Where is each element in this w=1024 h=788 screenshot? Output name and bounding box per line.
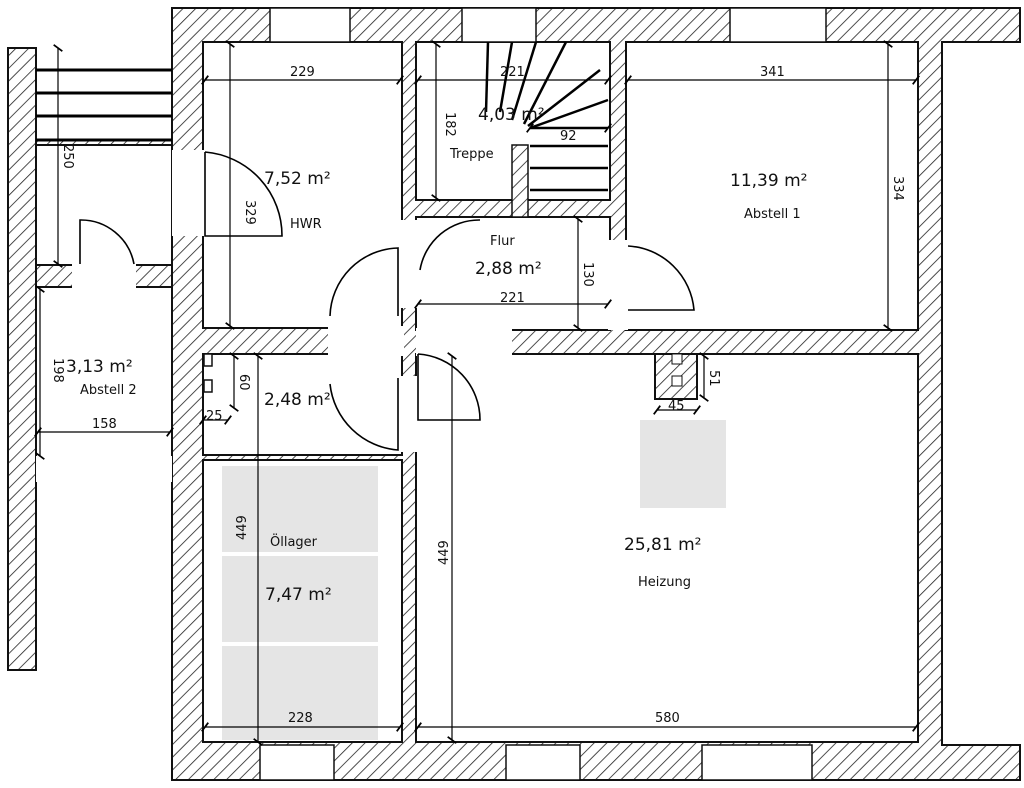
- dim-flur-height: 130: [580, 262, 595, 287]
- dim-abstell2-width: 158: [92, 417, 117, 432]
- dim-abstell1-height: 334: [890, 176, 905, 201]
- dim-chimney-height: 51: [706, 370, 721, 387]
- dim-small-width: 25: [206, 409, 223, 424]
- window-openings: [259, 7, 827, 781]
- heizung-name: Heizung: [638, 575, 691, 590]
- walls: [7, 7, 1021, 781]
- dim-oellager-width: 228: [288, 711, 313, 726]
- dim-flur-width: 221: [500, 291, 525, 306]
- oellager-name: Öllager: [270, 533, 318, 550]
- dim-heizung-width: 580: [655, 711, 680, 726]
- dim-hwr-height: 329: [242, 200, 257, 225]
- treppe-name: Treppe: [449, 147, 494, 162]
- dim-oellager-height: 449: [235, 515, 250, 540]
- dim-treppe-width: 221: [500, 65, 525, 80]
- heizung-area: 25,81 m²: [624, 535, 701, 555]
- dim-heizung-height: 449: [437, 540, 452, 565]
- abstell1-name: Abstell 1: [744, 207, 801, 222]
- abstell2-area: 3,13 m²: [66, 357, 133, 377]
- dim-treppe-step: 92: [560, 129, 577, 144]
- hwr-area: 7,52 m²: [264, 169, 331, 189]
- vents: [203, 353, 213, 393]
- dim-treppe-height: 182: [442, 112, 457, 137]
- door-swings: [79, 151, 695, 451]
- abstell2-name: Abstell 2: [80, 383, 137, 398]
- dim-chimney-width: 45: [668, 399, 685, 414]
- annex-steps: [36, 68, 172, 142]
- dimension-labels: 229 329 221 182 92 341 334 221 130 250 1…: [50, 65, 905, 726]
- room-labels: 7,52 m² HWR 4,03 m² Treppe 11,39 m² Abst…: [66, 105, 807, 605]
- oellager-area: 7,47 m²: [265, 585, 332, 605]
- chimney: [654, 353, 698, 400]
- abstell1-area: 11,39 m²: [730, 171, 807, 191]
- dim-hwr-width: 229: [290, 65, 315, 80]
- dim-small-height: 60: [236, 374, 251, 391]
- flur-name: Flur: [490, 234, 515, 249]
- hwr-name: HWR: [290, 217, 322, 232]
- stair-wall: [511, 144, 529, 218]
- dimension-lines: [34, 40, 920, 746]
- small-room-area: 2,48 m²: [264, 390, 331, 410]
- dim-abstell1-width: 341: [760, 65, 785, 80]
- door-openings: [36, 150, 628, 482]
- dim-annex-height: 250: [60, 144, 75, 169]
- treppe-area: 4,03 m²: [478, 105, 545, 125]
- flur-area: 2,88 m²: [475, 259, 542, 279]
- dim-abstell2-height: 198: [50, 358, 65, 383]
